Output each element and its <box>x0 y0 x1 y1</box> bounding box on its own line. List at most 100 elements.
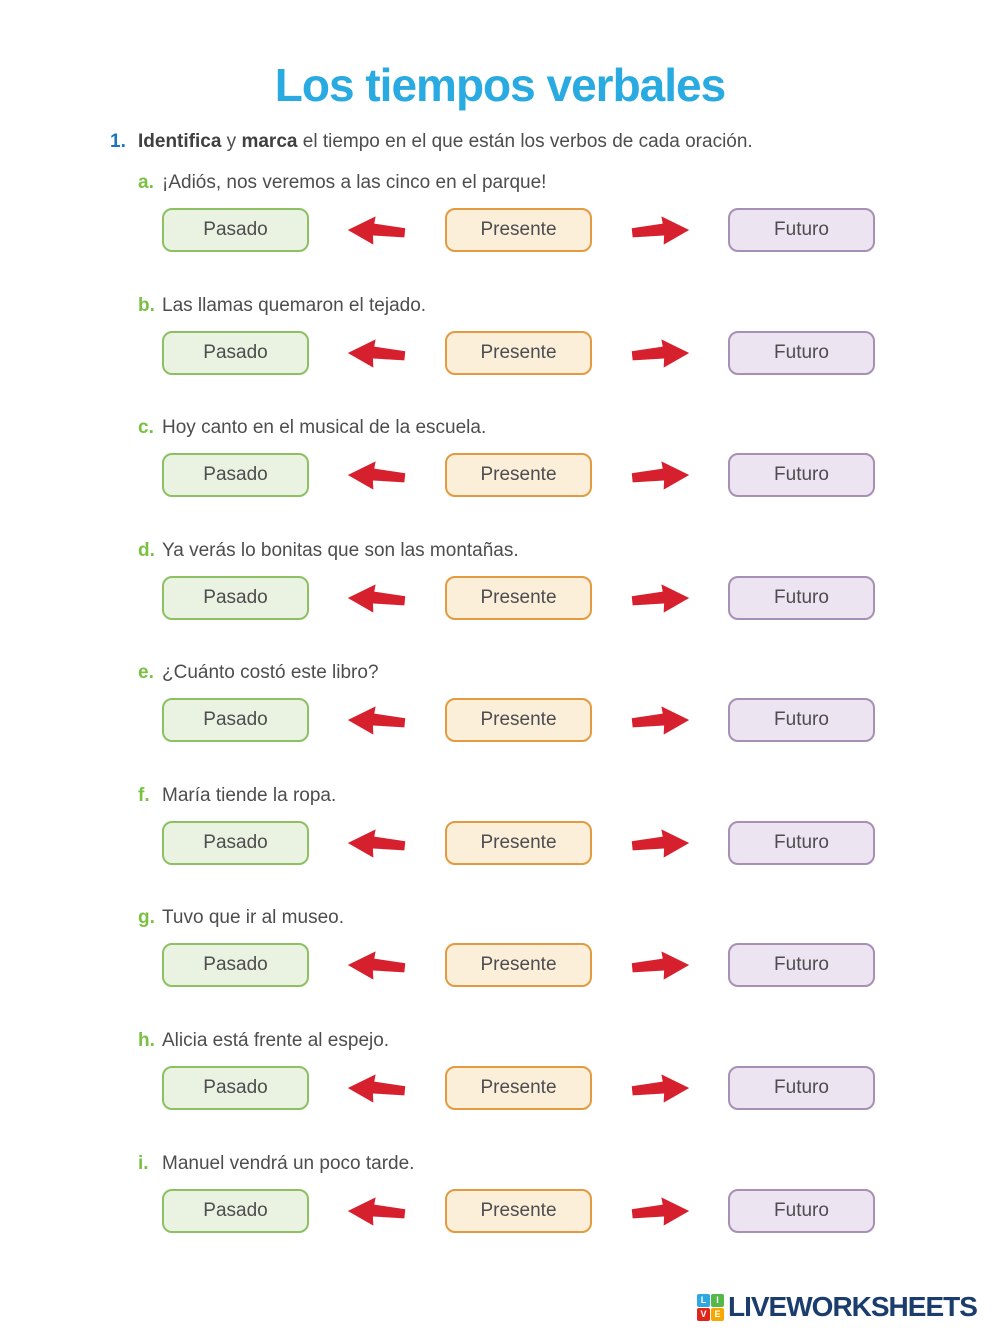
futuro-button[interactable]: Futuro <box>728 576 875 620</box>
arrow-left-icon <box>309 827 445 860</box>
exercise-item-f: f. María tiende la ropa. Pasado Presente … <box>0 783 1000 865</box>
arrow-left-icon <box>309 949 445 982</box>
instruction-bold-identifica: Identifica <box>138 131 222 152</box>
liveworksheets-logo[interactable]: L I V E LIVEWORKSHEETS <box>697 1291 978 1323</box>
futuro-button[interactable]: Futuro <box>728 1066 875 1110</box>
arrow-right-icon <box>592 1072 728 1105</box>
pasado-button[interactable]: Pasado <box>162 698 309 742</box>
answer-row: Pasado Presente Futuro <box>162 821 1000 865</box>
answer-row: Pasado Presente Futuro <box>162 331 1000 375</box>
sentence: b. Las llamas quemaron el tejado. <box>0 293 1000 319</box>
futuro-button[interactable]: Futuro <box>728 453 875 497</box>
arrow-left-icon <box>309 1072 445 1105</box>
instruction-text: el tiempo en el que están los verbos de … <box>297 131 753 152</box>
item-letter: e. <box>138 662 154 683</box>
logo-square-e: E <box>711 1307 724 1321</box>
sentence: c. Hoy canto en el musical de la escuela. <box>0 415 1000 441</box>
answer-row: Pasado Presente Futuro <box>162 208 1000 252</box>
presente-button[interactable]: Presente <box>445 453 592 497</box>
instruction-text: y <box>221 131 242 152</box>
sentence: a. ¡Adiós, nos veremos a las cinco en el … <box>0 170 1000 196</box>
sentence-text: Hoy canto en el musical de la escuela. <box>162 417 487 438</box>
futuro-button[interactable]: Futuro <box>728 1189 875 1233</box>
answer-row: Pasado Presente Futuro <box>162 943 1000 987</box>
pasado-button[interactable]: Pasado <box>162 1189 309 1233</box>
exercise-item-d: d. Ya verás lo bonitas que son las montañ… <box>0 538 1000 620</box>
presente-button[interactable]: Presente <box>445 576 592 620</box>
pasado-button[interactable]: Pasado <box>162 943 309 987</box>
arrow-left-icon <box>309 337 445 370</box>
instruction-bold-marca: marca <box>241 131 298 152</box>
sentence: d. Ya verás lo bonitas que son las montañ… <box>0 538 1000 564</box>
sentence: g. Tuvo que ir al museo. <box>0 905 1000 931</box>
answer-row: Pasado Presente Futuro <box>162 698 1000 742</box>
sentence-text: ¡Adiós, nos veremos a las cinco en el pa… <box>162 172 547 193</box>
item-letter: b. <box>138 295 155 316</box>
pasado-button[interactable]: Pasado <box>162 821 309 865</box>
pasado-button[interactable]: Pasado <box>162 453 309 497</box>
logo-square-v: V <box>697 1307 710 1321</box>
futuro-button[interactable]: Futuro <box>728 698 875 742</box>
sentence-text: Manuel vendrá un poco tarde. <box>162 1153 415 1174</box>
instruction: 1. Identifica y marca el tiempo en el que… <box>110 130 753 154</box>
sentence-text: Tuvo que ir al museo. <box>162 907 344 928</box>
pasado-button[interactable]: Pasado <box>162 331 309 375</box>
presente-button[interactable]: Presente <box>445 698 592 742</box>
arrow-right-icon <box>592 582 728 615</box>
futuro-button[interactable]: Futuro <box>728 943 875 987</box>
sentence: h. Alicia está frente al espejo. <box>0 1028 1000 1054</box>
arrow-right-icon <box>592 214 728 247</box>
arrow-right-icon <box>592 827 728 860</box>
presente-button[interactable]: Presente <box>445 1189 592 1233</box>
answer-row: Pasado Presente Futuro <box>162 453 1000 497</box>
presente-button[interactable]: Presente <box>445 821 592 865</box>
exercise-item-g: g. Tuvo que ir al museo. Pasado Presente … <box>0 905 1000 987</box>
exercise-item-i: i. Manuel vendrá un poco tarde. Pasado Pr… <box>0 1151 1000 1233</box>
sentence-text: Alicia está frente al espejo. <box>162 1030 390 1051</box>
futuro-button[interactable]: Futuro <box>728 208 875 252</box>
exercise-item-e: e.¿Cuánto costó este libro? Pasado Prese… <box>0 660 1000 742</box>
arrow-right-icon <box>592 459 728 492</box>
pasado-button[interactable]: Pasado <box>162 576 309 620</box>
sentence-text: Las llamas quemaron el tejado. <box>162 295 427 316</box>
sentence: i. Manuel vendrá un poco tarde. <box>0 1151 1000 1177</box>
arrow-right-icon <box>592 949 728 982</box>
instruction-number: 1. <box>110 131 126 152</box>
item-letter: f. <box>138 785 150 806</box>
pasado-button[interactable]: Pasado <box>162 1066 309 1110</box>
item-letter: i. <box>138 1153 149 1174</box>
arrow-left-icon <box>309 214 445 247</box>
item-letter: c. <box>138 417 154 438</box>
futuro-button[interactable]: Futuro <box>728 821 875 865</box>
sentence-text: Ya verás lo bonitas que son las montañas… <box>162 540 519 561</box>
arrow-left-icon <box>309 704 445 737</box>
pasado-button[interactable]: Pasado <box>162 208 309 252</box>
exercise-item-b: b. Las llamas quemaron el tejado. Pasado … <box>0 293 1000 375</box>
answer-row: Pasado Presente Futuro <box>162 576 1000 620</box>
presente-button[interactable]: Presente <box>445 208 592 252</box>
presente-button[interactable]: Presente <box>445 331 592 375</box>
sentence-text: María tiende la ropa. <box>162 785 337 806</box>
sentence: e.¿Cuánto costó este libro? <box>0 660 1000 686</box>
arrow-left-icon <box>309 582 445 615</box>
page-title: Los tiempos verbales <box>274 59 726 111</box>
item-letter: d. <box>138 540 155 561</box>
liveworksheets-icon: L I V E <box>697 1293 724 1321</box>
arrow-right-icon <box>592 1195 728 1228</box>
item-letter: h. <box>138 1030 155 1051</box>
arrow-right-icon <box>592 704 728 737</box>
presente-button[interactable]: Presente <box>445 1066 592 1110</box>
answer-row: Pasado Presente Futuro <box>162 1189 1000 1233</box>
item-letter: g. <box>138 907 155 928</box>
brand-text: LIVEWORKSHEETS <box>728 1291 978 1322</box>
item-letter: a. <box>138 172 154 193</box>
logo-square-l: L <box>697 1293 710 1307</box>
arrow-right-icon <box>592 337 728 370</box>
arrow-left-icon <box>309 459 445 492</box>
exercise-item-a: a. ¡Adiós, nos veremos a las cinco en el … <box>0 170 1000 252</box>
sentence: f. María tiende la ropa. <box>0 783 1000 809</box>
presente-button[interactable]: Presente <box>445 943 592 987</box>
arrow-left-icon <box>309 1195 445 1228</box>
futuro-button[interactable]: Futuro <box>728 331 875 375</box>
